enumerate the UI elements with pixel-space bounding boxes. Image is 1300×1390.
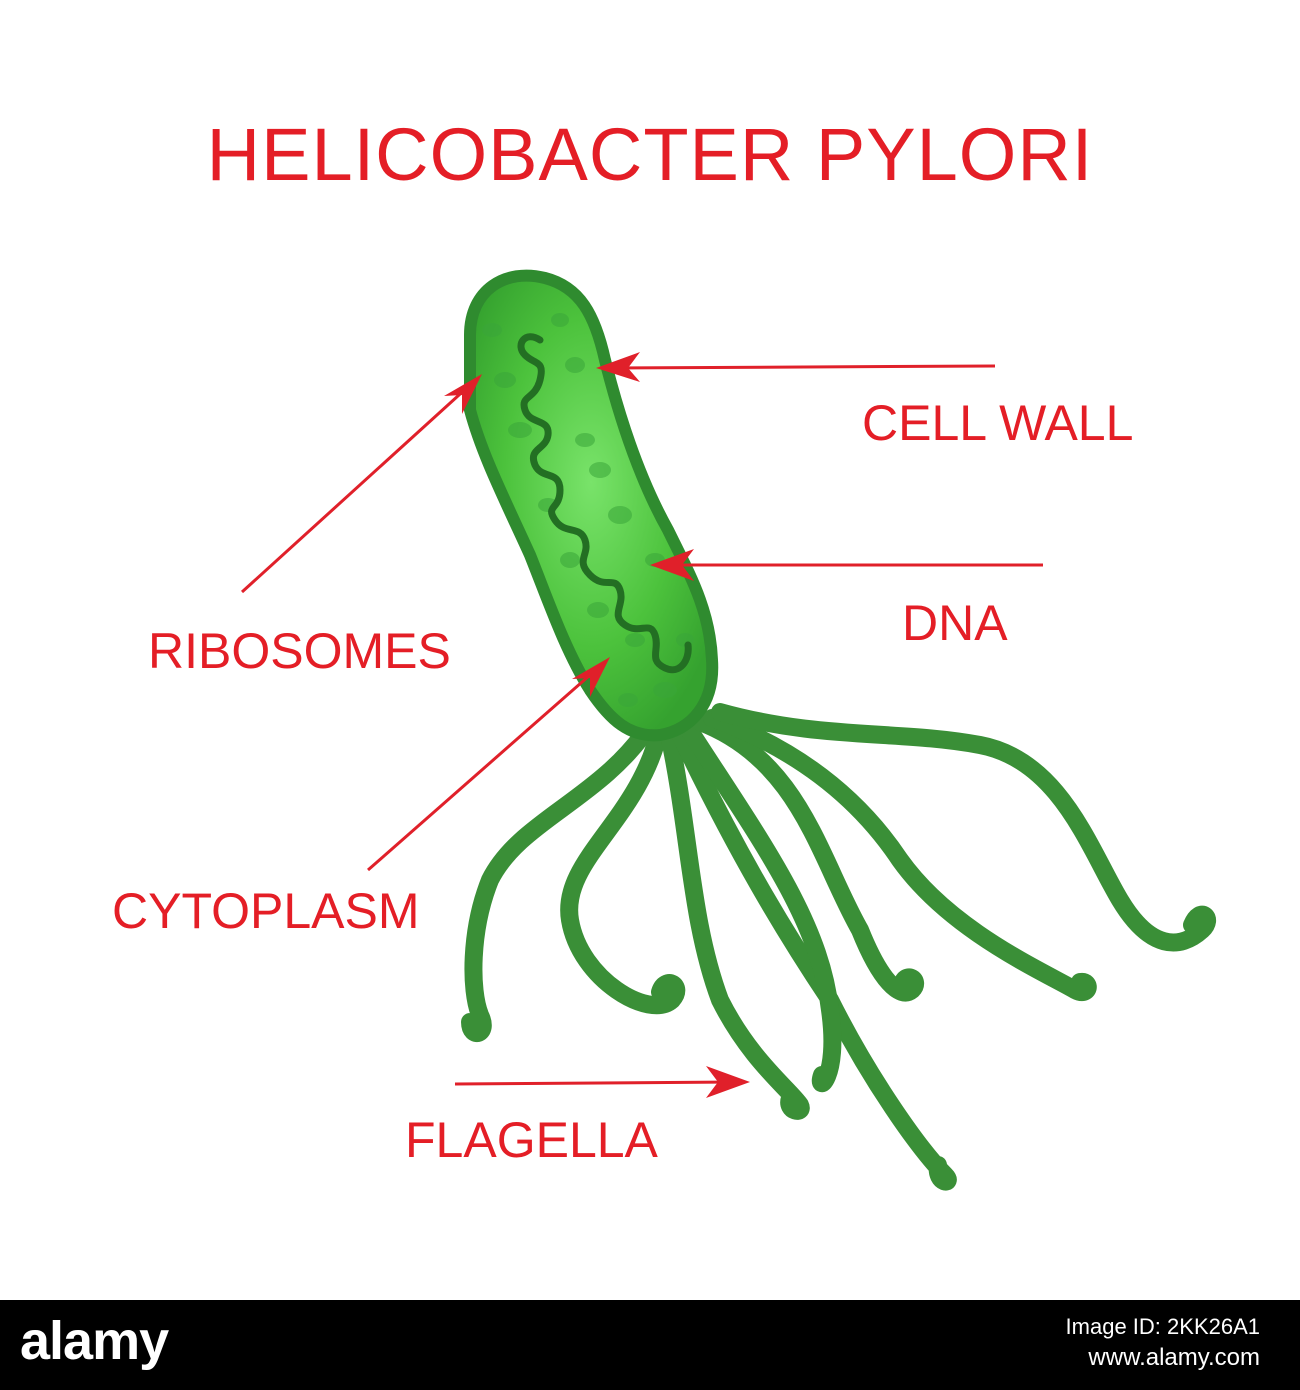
diagram-stage: HELICOBACTER PYLORI CELL WALL DNA RIBOSO… — [112, 113, 1216, 1191]
ribosome-dots — [482, 313, 694, 707]
flagellum-5 — [679, 719, 842, 1093]
arrow-dna — [650, 549, 1043, 581]
flagellum-3 — [659, 721, 810, 1120]
flagellum-8 — [711, 703, 1216, 952]
label-cytoplasm: CYTOPLASM — [112, 883, 420, 939]
label-cell-wall: CELL WALL — [862, 395, 1134, 451]
pointer-arrows — [240, 352, 1043, 1098]
cell-body — [464, 269, 719, 742]
flagellum-6 — [691, 713, 924, 1002]
watermark-logo: alamy — [20, 1311, 169, 1371]
flagellum-7 — [703, 709, 1097, 1001]
flagellum-1 — [461, 716, 659, 1042]
dna-strand — [517, 333, 692, 674]
diagram-title: HELICOBACTER PYLORI — [206, 113, 1094, 196]
label-flagella: FLAGELLA — [405, 1112, 658, 1168]
arrow-cytoplasm — [367, 657, 610, 872]
arrow-cell-wall — [596, 352, 996, 382]
cell-wall-shape — [464, 269, 719, 742]
flagella — [461, 703, 1216, 1191]
site-url-text: www.alamy.com — [1088, 1344, 1260, 1371]
flagellum-2 — [560, 719, 686, 1015]
arrow-ribosomes — [240, 374, 482, 594]
flagellum-4 — [669, 721, 957, 1191]
bacterium-illustration — [240, 269, 1216, 1191]
arrow-flagella — [454, 1066, 750, 1098]
label-dna: DNA — [902, 595, 1008, 651]
stock-footer-bar: alamy Image ID: 2KK26A1 www.alamy.com — [0, 1300, 1300, 1390]
label-ribosomes: RIBOSOMES — [148, 623, 451, 679]
image-id-text: Image ID: 2KK26A1 — [1065, 1314, 1260, 1339]
